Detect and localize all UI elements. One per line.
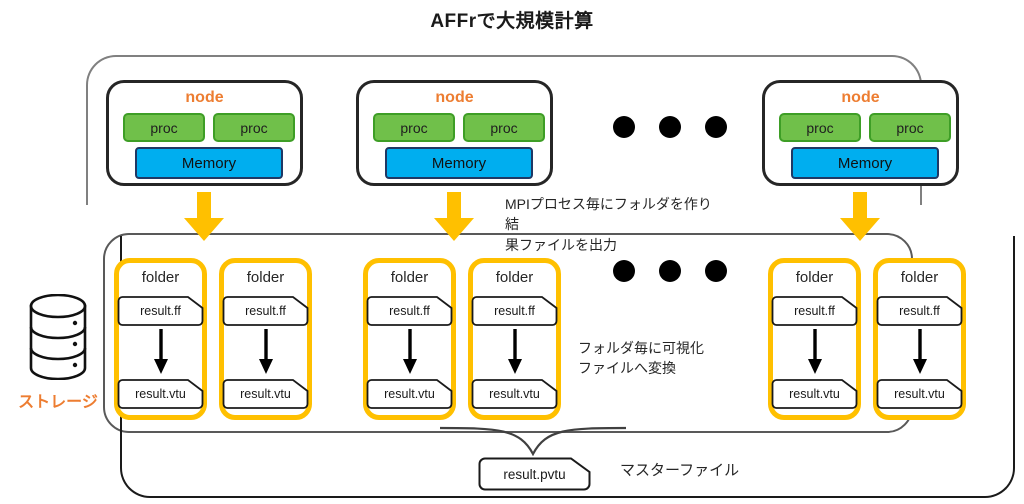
folder-label: folder [795,269,834,286]
memory-box[interactable]: Memory [791,147,939,179]
folder-box-3[interactable]: folder result.ff result.vtu [363,258,456,420]
convert-arrow-icon [258,329,273,374]
file-result-ff[interactable]: result.ff [771,296,858,326]
folder-label: folder [246,269,285,286]
caption-mpi-output: MPIプロセス毎にフォルダを作り結 果ファイルを出力 [505,196,712,253]
file-label: result.vtu [135,387,186,401]
file-label: result.ff [899,304,940,318]
folder-box-2[interactable]: folder result.ff result.vtu [219,258,312,420]
node-box-1[interactable]: node proc proc Memory [106,80,303,186]
ellipsis-dot [659,260,681,282]
convert-arrow-icon [402,329,417,374]
file-result-ff[interactable]: result.ff [876,296,963,326]
file-label: result.vtu [240,387,291,401]
proc-box[interactable]: proc [463,113,545,142]
node-label: node [185,89,224,106]
convert-arrow-icon [912,329,927,374]
file-result-vtu[interactable]: result.vtu [366,379,453,409]
node-box-2[interactable]: node proc proc Memory [356,80,553,186]
folder-label: folder [141,269,180,286]
folder-label: folder [495,269,534,286]
folder-label: folder [390,269,429,286]
file-label: result.vtu [384,387,435,401]
ellipsis-dot [705,260,727,282]
output-arrow-icon-1 [183,192,225,242]
storage-label: ストレージ [18,394,98,411]
output-arrow-icon-2 [433,192,475,242]
memory-box[interactable]: Memory [385,147,533,179]
file-result-vtu[interactable]: result.vtu [876,379,963,409]
folder-row-ellipsis [613,260,727,282]
file-label: result.ff [140,304,181,318]
merge-brace-icon [439,426,627,456]
folder-box-4[interactable]: folder result.ff result.vtu [468,258,561,420]
file-label: result.ff [794,304,835,318]
node-box-3[interactable]: node proc proc Memory [762,80,959,186]
master-file-box[interactable]: result.pvtu [478,457,591,491]
ellipsis-dot [705,116,727,138]
folder-label: folder [900,269,939,286]
ellipsis-dot [659,116,681,138]
database-cylinder-icon [29,294,87,380]
file-label: result.ff [494,304,535,318]
folder-box-1[interactable]: folder result.ff result.vtu [114,258,207,420]
file-result-ff[interactable]: result.ff [471,296,558,326]
file-result-vtu[interactable]: result.vtu [222,379,309,409]
file-label: result.ff [389,304,430,318]
memory-box[interactable]: Memory [135,147,283,179]
convert-arrow-icon [153,329,168,374]
node-label: node [841,89,880,106]
proc-box[interactable]: proc [123,113,205,142]
file-label: result.vtu [789,387,840,401]
convert-arrow-icon [807,329,822,374]
file-result-ff[interactable]: result.ff [366,296,453,326]
file-label: result.vtu [489,387,540,401]
caption-master-file: マスターファイル [620,462,740,479]
file-label: result.vtu [894,387,945,401]
folder-box-5[interactable]: folder result.ff result.vtu [768,258,861,420]
node-label: node [435,89,474,106]
convert-arrow-icon [507,329,522,374]
master-file-label: result.pvtu [503,466,566,482]
file-result-vtu[interactable]: result.vtu [117,379,204,409]
folder-box-6[interactable]: folder result.ff result.vtu [873,258,966,420]
proc-box[interactable]: proc [373,113,455,142]
caption-convert: フォルダ毎に可視化 ファイルへ変換 [578,340,704,377]
file-result-ff[interactable]: result.ff [222,296,309,326]
node-row-ellipsis [613,116,727,138]
proc-box[interactable]: proc [779,113,861,142]
proc-box[interactable]: proc [869,113,951,142]
output-arrow-icon-3 [839,192,881,242]
ellipsis-dot [613,260,635,282]
file-label: result.ff [245,304,286,318]
ellipsis-dot [613,116,635,138]
proc-box[interactable]: proc [213,113,295,142]
page-title: AFFrで大規模計算 [430,11,594,32]
file-result-vtu[interactable]: result.vtu [471,379,558,409]
file-result-vtu[interactable]: result.vtu [771,379,858,409]
file-result-ff[interactable]: result.ff [117,296,204,326]
